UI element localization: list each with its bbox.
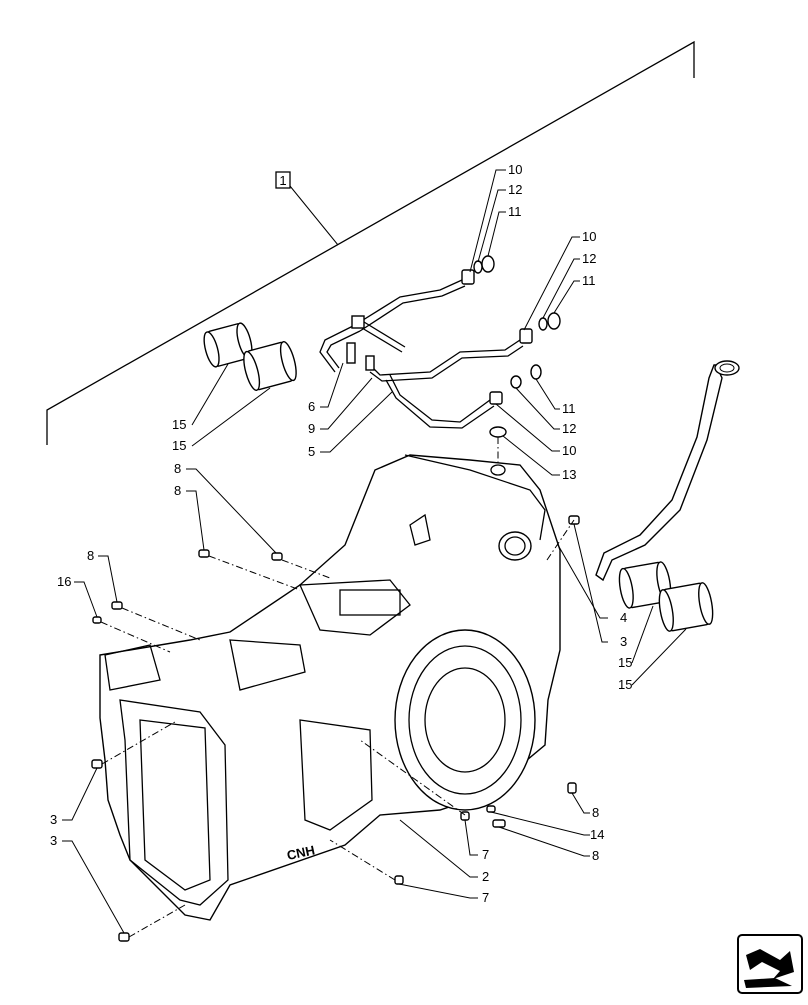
bushing-group-upper: [191, 322, 297, 447]
union-10b: [519, 328, 533, 344]
leader-lines: [62, 169, 608, 934]
callout-2: 2: [482, 869, 489, 884]
oring-11b: [547, 312, 561, 330]
callout-8: 8: [87, 548, 94, 563]
bushing-group-lower: [618, 561, 714, 686]
transmission-housing: CNH: [99, 454, 561, 921]
fitting-set-c: [489, 364, 542, 405]
pin-8b: [271, 552, 283, 561]
pin-3c: [118, 932, 130, 942]
seal-12b: [538, 317, 548, 331]
callout-11: 11: [582, 273, 596, 288]
callout-15: 15: [618, 655, 632, 670]
kit-label-box: [275, 171, 291, 189]
callout-11: 11: [562, 401, 576, 416]
union-10a: [461, 269, 475, 285]
seal-13: [489, 426, 507, 470]
callout-8: 8: [174, 461, 181, 476]
tube-5: [385, 374, 495, 429]
plug-16: [92, 616, 102, 624]
pin-8d: [567, 782, 577, 794]
callout-11: 11: [508, 204, 522, 219]
callout-5: 5: [308, 444, 315, 459]
callout-15: 15: [618, 677, 632, 692]
pin-3b: [91, 759, 103, 769]
callout-6: 6: [308, 399, 315, 414]
callout-12: 12: [562, 421, 576, 436]
callout-12: 12: [508, 182, 522, 197]
callout-10: 10: [582, 229, 596, 244]
callout-15: 15: [172, 438, 186, 453]
callout-10: 10: [562, 443, 576, 458]
oring-11a: [481, 255, 495, 273]
next-page-arrow-icon[interactable]: [737, 934, 803, 994]
oring-11c: [530, 364, 542, 380]
callout-10: 10: [508, 162, 522, 177]
tube-9: [365, 339, 524, 382]
bushing-15d: [658, 582, 714, 632]
callout-16: 16: [57, 574, 71, 589]
callout-7: 7: [482, 847, 489, 862]
callout-14: 14: [590, 827, 604, 842]
callout-12: 12: [582, 251, 596, 266]
callout-3: 3: [50, 812, 57, 827]
callout-15: 15: [172, 417, 186, 432]
seal-12a: [473, 260, 483, 274]
callout-8: 8: [174, 483, 181, 498]
callout-3: 3: [50, 833, 57, 848]
callout-9: 9: [308, 421, 315, 436]
assembly-axes: [100, 519, 575, 938]
callout-4: 4: [620, 610, 627, 625]
callout-13: 13: [562, 467, 576, 482]
callout-8: 8: [592, 848, 599, 863]
pin-8a: [198, 549, 210, 558]
housing-logo: CNH: [286, 842, 317, 863]
fitting-set-a: [461, 255, 495, 285]
rear-flange: [394, 629, 536, 811]
tube-6: [319, 279, 466, 373]
union-10c: [489, 391, 503, 405]
pin-7b: [394, 875, 404, 885]
fitting-set-b: [519, 312, 561, 344]
callout-8: 8: [592, 805, 599, 820]
kit-bracket: 1: [46, 40, 695, 445]
pipe-4: [595, 360, 740, 582]
callout-7: 7: [482, 890, 489, 905]
callout-3: 3: [620, 634, 627, 649]
pin-8c: [111, 601, 123, 610]
callout-labels: 10 12 11 10 12 11 11 12 10 13 6 9 5 15 1…: [50, 162, 632, 905]
bushing-15b: [243, 341, 297, 391]
bushing-15a: [203, 322, 253, 368]
pin-8e: [492, 819, 506, 828]
plug-14: [486, 805, 496, 813]
seal-12c: [510, 375, 522, 389]
kit-label: 1: [279, 173, 286, 188]
